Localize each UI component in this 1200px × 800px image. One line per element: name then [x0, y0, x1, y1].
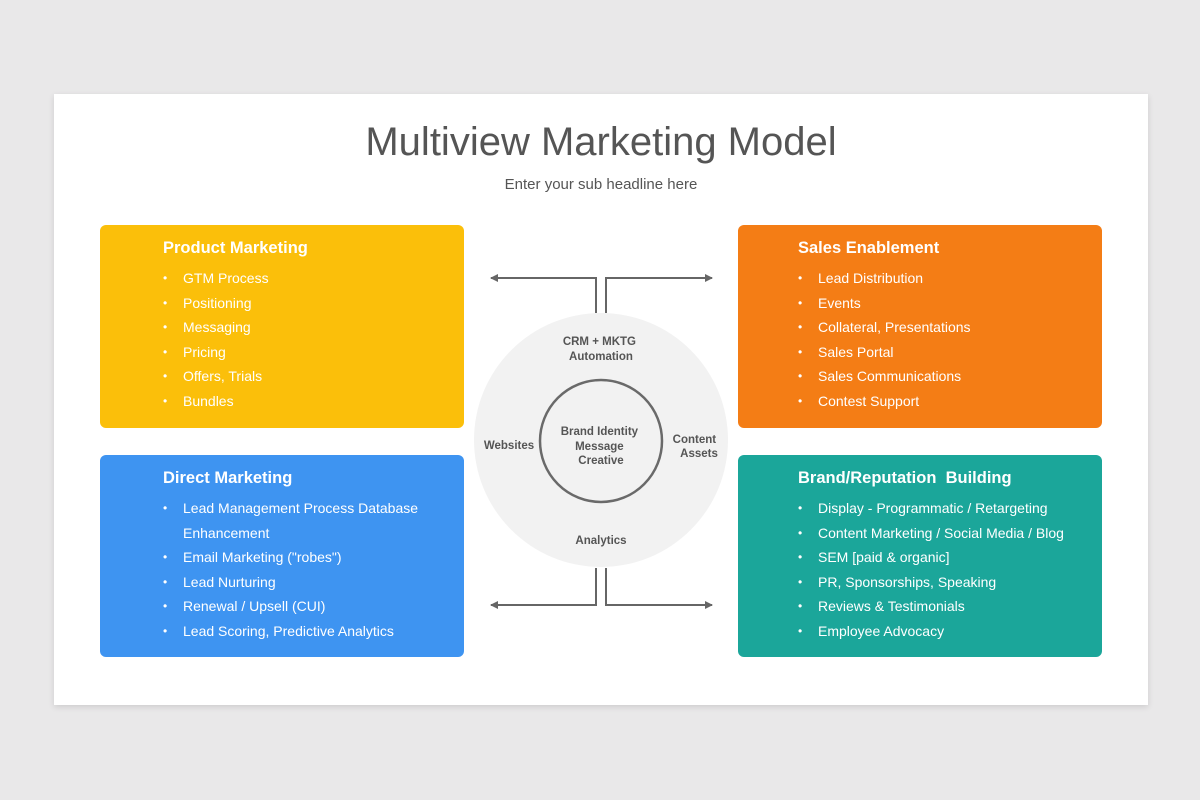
- list-item: Content Marketing / Social Media / Blog: [798, 521, 1082, 546]
- list-item: Bundles: [163, 389, 444, 414]
- arrow-bottom-left: [490, 568, 597, 609]
- arrow-top-left: [490, 274, 597, 313]
- list-item: Positioning: [163, 291, 444, 316]
- list-item: Renewal / Upsell (CUI): [163, 594, 444, 619]
- list-item: Reviews & Testimonials: [798, 594, 1082, 619]
- label-brand-identity: Brand Identity Message Creative: [561, 426, 642, 467]
- label-content-assets: Content Assets: [673, 434, 720, 460]
- slide-title: Multiview Marketing Model: [365, 120, 837, 164]
- arrow-bottom-right: [605, 568, 713, 609]
- arrow-top-right: [605, 274, 713, 313]
- product-marketing-box: Product Marketing GTM Process Positionin…: [100, 225, 464, 428]
- list-item: Employee Advocacy: [798, 619, 1082, 644]
- list-item: Offers, Trials: [163, 364, 444, 389]
- brand-reputation-title: Brand/Reputation Building: [798, 469, 1012, 487]
- list-item: Events: [798, 291, 1082, 316]
- list-item: Lead Scoring, Predictive Analytics: [163, 619, 444, 644]
- sales-enablement-title: Sales Enablement: [798, 239, 940, 257]
- list-item: GTM Process: [163, 266, 444, 291]
- direct-marketing-title: Direct Marketing: [163, 469, 293, 487]
- label-crm: CRM + MKTG Automation: [563, 336, 639, 363]
- product-marketing-list: GTM Process Positioning Messaging Pricin…: [163, 266, 444, 413]
- list-item: Messaging: [163, 315, 444, 340]
- list-item: SEM [paid & organic]: [798, 545, 1082, 570]
- sales-enablement-list: Lead Distribution Events Collateral, Pre…: [798, 266, 1082, 413]
- list-item: Contest Support: [798, 389, 1082, 414]
- list-item: Display - Programmatic / Retargeting: [798, 496, 1082, 521]
- inner-circle: [538, 378, 664, 504]
- brand-reputation-list: Display - Programmatic / Retargeting Con…: [798, 496, 1082, 643]
- list-item: Lead Distribution: [798, 266, 1082, 291]
- list-item: Collateral, Presentations: [798, 315, 1082, 340]
- list-item: PR, Sponsorships, Speaking: [798, 570, 1082, 595]
- product-marketing-title: Product Marketing: [163, 239, 308, 257]
- list-item: Lead Nurturing: [163, 570, 444, 595]
- direct-marketing-list: Lead Management Process Database Enhance…: [163, 496, 444, 643]
- label-analytics: Analytics: [575, 535, 626, 547]
- list-item: Lead Management Process Database Enhance…: [163, 496, 444, 545]
- brand-reputation-box: Brand/Reputation Building Display - Prog…: [738, 455, 1102, 657]
- slide: Multiview Marketing Model Enter your sub…: [54, 94, 1148, 705]
- list-item: Pricing: [163, 340, 444, 365]
- list-item: Email Marketing ("robes"): [163, 545, 444, 570]
- list-item: Sales Communications: [798, 364, 1082, 389]
- list-item: Sales Portal: [798, 340, 1082, 365]
- slide-subtitle: Enter your sub headline here: [504, 176, 698, 193]
- direct-marketing-box: Direct Marketing Lead Management Process…: [100, 455, 464, 657]
- center-diagram: CRM + MKTG Automation Websites Content A…: [474, 274, 728, 609]
- label-websites: Websites: [484, 440, 534, 452]
- sales-enablement-box: Sales Enablement Lead Distribution Event…: [738, 225, 1102, 428]
